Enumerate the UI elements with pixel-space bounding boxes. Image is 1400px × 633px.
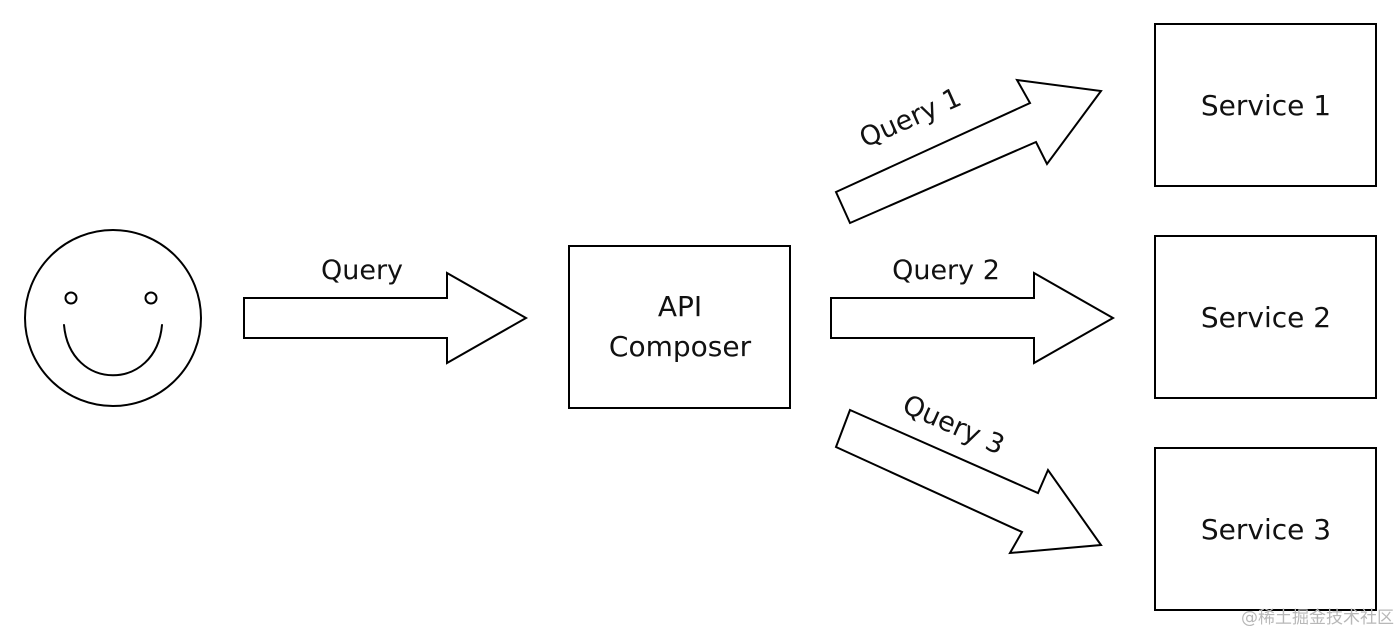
query-2-label: Query 2 — [892, 255, 1000, 286]
client-query-label: Query — [321, 255, 403, 286]
api-composer-rect — [568, 245, 791, 409]
smiley-face-icon — [24, 229, 202, 407]
right-eye — [144, 291, 158, 305]
query-2-arrow: Query 2 — [830, 255, 1116, 365]
face-outline — [24, 229, 202, 407]
service-2-rect — [1154, 235, 1377, 399]
api-composer-label-line2: Composer — [609, 330, 752, 363]
left-eye — [64, 291, 78, 305]
service-3-rect — [1154, 447, 1377, 611]
api-composer-label-line1: API — [658, 290, 702, 323]
service-3-box: Service 3 — [1154, 447, 1377, 611]
service-3-label: Service 3 — [1201, 513, 1331, 546]
service-1-rect — [1154, 23, 1377, 187]
service-2-box: Service 2 — [1154, 235, 1377, 399]
service-1-box: Service 1 — [1154, 23, 1377, 187]
query-1-arrow: Query 1 — [834, 78, 1103, 225]
query-1-arrow-shape — [834, 78, 1103, 225]
query-3-arrow: Query 3 — [834, 389, 1103, 555]
client-query-arrow-shape — [243, 271, 529, 365]
service-1-label: Service 1 — [1201, 89, 1331, 122]
watermark: @稀土掘金技术社区 — [1241, 608, 1394, 628]
smile — [63, 324, 163, 377]
query-2-arrow-shape — [830, 271, 1116, 365]
query-3-arrow-shape — [834, 408, 1103, 555]
service-2-label: Service 2 — [1201, 301, 1331, 334]
api-composer-box: API Composer — [568, 245, 791, 409]
client-query-arrow: Query — [243, 255, 529, 365]
